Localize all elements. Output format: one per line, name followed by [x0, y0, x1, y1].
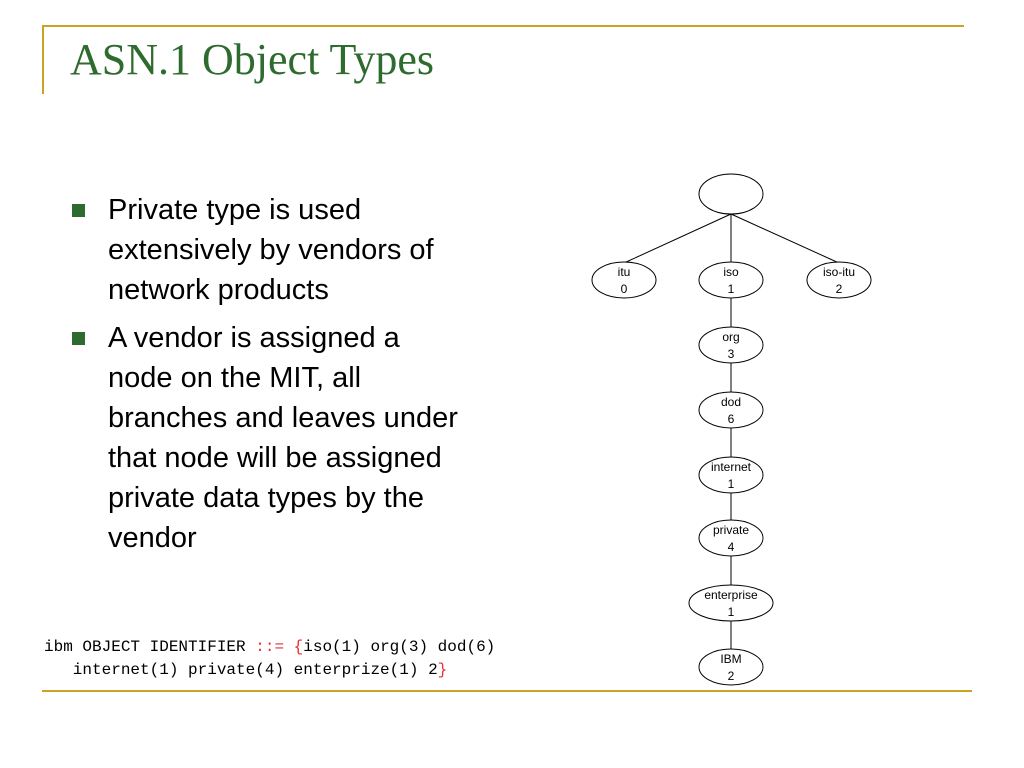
node-number: 4	[728, 540, 735, 554]
code-declaration: ibm OBJECT IDENTIFIER	[44, 638, 256, 656]
node-number: 2	[728, 669, 735, 683]
node-name: internet	[711, 460, 752, 474]
node-name: enterprise	[704, 588, 758, 602]
edge-root-itu	[623, 213, 732, 264]
node-name: dod	[721, 395, 741, 409]
node-number: 2	[836, 282, 843, 296]
tree-node-org: org 3	[698, 326, 764, 364]
node-number: 6	[728, 412, 735, 426]
title-accent-horizontal-line	[42, 25, 964, 27]
node-name: iso	[723, 265, 739, 279]
code-closing-brace: }	[437, 661, 448, 679]
footer-accent-line	[42, 690, 972, 692]
node-name: IBM	[720, 652, 741, 666]
node-name: org	[722, 330, 739, 344]
tree-edges	[623, 213, 840, 650]
bullet-text: Private type is used extensively by vend…	[108, 194, 434, 306]
node-number: 1	[728, 605, 735, 619]
asn1-code-snippet: ibm OBJECT IDENTIFIER ::= {iso(1) org(3)…	[44, 636, 495, 682]
tree-node-ibm: IBM 2	[698, 648, 764, 686]
square-bullet-icon	[72, 332, 85, 345]
tree-root-node	[698, 173, 764, 215]
tree-node-iso: iso 1	[698, 261, 764, 299]
bullet-list: Private type is used extensively by vend…	[72, 190, 472, 566]
tree-node-dod: dod 6	[698, 391, 764, 429]
bullet-text: A vendor is assigned a node on the MIT, …	[108, 322, 458, 554]
code-assignment-operator: ::= {	[255, 638, 304, 656]
bullet-item: Private type is used extensively by vend…	[72, 190, 472, 310]
bullet-item: A vendor is assigned a node on the MIT, …	[72, 318, 472, 558]
code-oid-components: iso(1) org(3) dod(6) internet(1) private…	[72, 638, 496, 679]
title-accent-vertical-line	[42, 26, 44, 94]
edge-root-iso-itu	[730, 213, 840, 264]
node-number: 0	[621, 282, 628, 296]
node-number: 1	[728, 477, 735, 491]
square-bullet-icon	[72, 204, 85, 217]
tree-node-internet: internet 1	[698, 456, 764, 494]
tree-node-itu: itu 0	[591, 261, 657, 299]
node-number: 3	[728, 347, 735, 361]
node-name: iso-itu	[823, 265, 855, 279]
tree-node-private: private 4	[698, 519, 764, 557]
tree-node-iso-itu: iso-itu 2	[806, 261, 872, 299]
node-name: itu	[618, 265, 631, 279]
tree-node-enterprise: enterprise 1	[688, 584, 774, 622]
slide-title: ASN.1 Object Types	[70, 35, 434, 84]
node-name: private	[713, 523, 749, 537]
node-number: 1	[728, 282, 735, 296]
